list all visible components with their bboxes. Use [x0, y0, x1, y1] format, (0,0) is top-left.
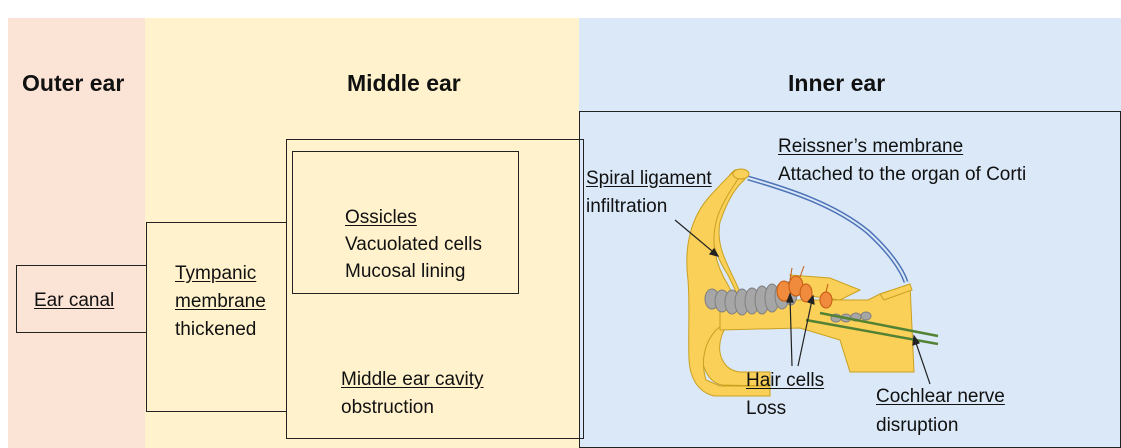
spiral-ligament-finding: infiltration	[586, 194, 667, 219]
reissners-membrane-finding: Attached to the organ of Corti	[778, 162, 1026, 187]
reissners-membrane-line	[748, 178, 906, 282]
cochlear-nerve-label: Cochlear nerve	[876, 384, 1005, 409]
hair-cells-finding: Loss	[746, 396, 786, 421]
reissners-membrane-label: Reissner’s membrane	[778, 134, 963, 159]
hair-cells-label: Hair cells	[746, 368, 824, 393]
spiral-ligament-label: Spiral ligament	[586, 166, 712, 191]
cochlear-nerve-finding: disruption	[876, 413, 958, 438]
